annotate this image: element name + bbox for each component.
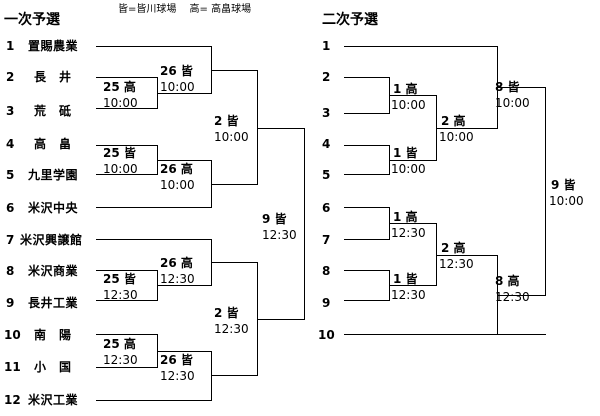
slot-number: 2: [322, 70, 331, 84]
match-round: 25 高: [103, 337, 136, 351]
team-name: 置賜農業: [28, 39, 79, 53]
team-number: 10: [4, 328, 21, 342]
match-round: 1 皆: [393, 146, 418, 160]
round2-title: 二次予選: [322, 12, 378, 28]
team-number: 3: [6, 104, 15, 118]
match-round: 9 皆: [262, 212, 287, 226]
slot-number: 1: [322, 39, 331, 53]
match-round: 1 高: [393, 82, 418, 96]
match-round: 2 皆: [214, 306, 239, 320]
slot-number: 3: [322, 106, 331, 120]
match-round: 1 高: [393, 210, 418, 224]
team-name: 米沢中央: [28, 201, 79, 215]
match-time: 10:00: [549, 194, 584, 208]
team-name: 高 畠: [34, 137, 72, 151]
match-time: 10:00: [391, 162, 426, 176]
match-round: 25 皆: [103, 272, 136, 286]
slot-number: 8: [322, 264, 331, 278]
slot-number: 5: [322, 168, 331, 182]
match-time: 10:00: [160, 178, 195, 192]
match-time: 12:30: [103, 288, 138, 302]
match-time: 10:00: [391, 98, 426, 112]
match-round: 9 皆: [551, 178, 576, 192]
team-name: 荒 砥: [34, 104, 72, 118]
team-number: 8: [6, 264, 15, 278]
match-round: 26 皆: [160, 64, 193, 78]
match-round: 25 高: [103, 80, 136, 94]
team-number: 1: [6, 39, 15, 53]
match-time: 10:00: [160, 80, 195, 94]
match-round: 25 皆: [103, 146, 136, 160]
match-time: 10:00: [495, 96, 530, 110]
match-time: 10:00: [103, 96, 138, 110]
match-time: 10:00: [214, 130, 249, 144]
team-name: 長井工業: [28, 296, 79, 310]
team-name: 南 陽: [34, 328, 72, 342]
match-time: 12:30: [262, 228, 297, 242]
slot-number: 9: [322, 296, 331, 310]
venue-legend: 皆=皆川球場 高= 高畠球場: [118, 4, 252, 15]
match-time: 10:00: [439, 130, 474, 144]
match-round: 2 高: [441, 114, 466, 128]
match-time: 12:30: [214, 322, 249, 336]
match-time: 12:30: [160, 369, 195, 383]
team-number: 11: [4, 360, 21, 374]
match-round: 2 高: [441, 241, 466, 255]
match-time: 10:00: [103, 162, 138, 176]
team-number: 2: [6, 70, 15, 84]
match-time: 12:30: [495, 290, 530, 304]
team-number: 6: [6, 201, 15, 215]
match-time: 12:30: [391, 226, 426, 240]
team-number: 12: [4, 393, 21, 407]
team-number: 9: [6, 296, 15, 310]
match-round: 8 高: [495, 274, 520, 288]
match-time: 12:30: [439, 257, 474, 271]
slot-number: 7: [322, 233, 331, 247]
match-time: 12:30: [391, 288, 426, 302]
slot-number: 10: [318, 328, 335, 342]
slot-number: 6: [322, 201, 331, 215]
match-round: 2 皆: [214, 114, 239, 128]
match-round: 26 高: [160, 256, 193, 270]
team-name: 米沢興譲館: [20, 233, 83, 247]
team-name: 長 井: [34, 70, 72, 84]
match-round: 26 皆: [160, 353, 193, 367]
match-time: 12:30: [103, 353, 138, 367]
team-number: 5: [6, 168, 15, 182]
team-name: 小 国: [34, 360, 72, 374]
round1-title: 一次予選: [4, 12, 60, 28]
team-name: 米沢商業: [28, 264, 79, 278]
team-name: 米沢工業: [28, 393, 79, 407]
match-round: 8 皆: [495, 80, 520, 94]
team-name: 九里学園: [28, 168, 79, 182]
match-time: 12:30: [160, 272, 195, 286]
team-number: 7: [6, 233, 15, 247]
team-number: 4: [6, 137, 15, 151]
match-round: 1 皆: [393, 272, 418, 286]
slot-number: 4: [322, 137, 331, 151]
match-round: 26 高: [160, 162, 193, 176]
